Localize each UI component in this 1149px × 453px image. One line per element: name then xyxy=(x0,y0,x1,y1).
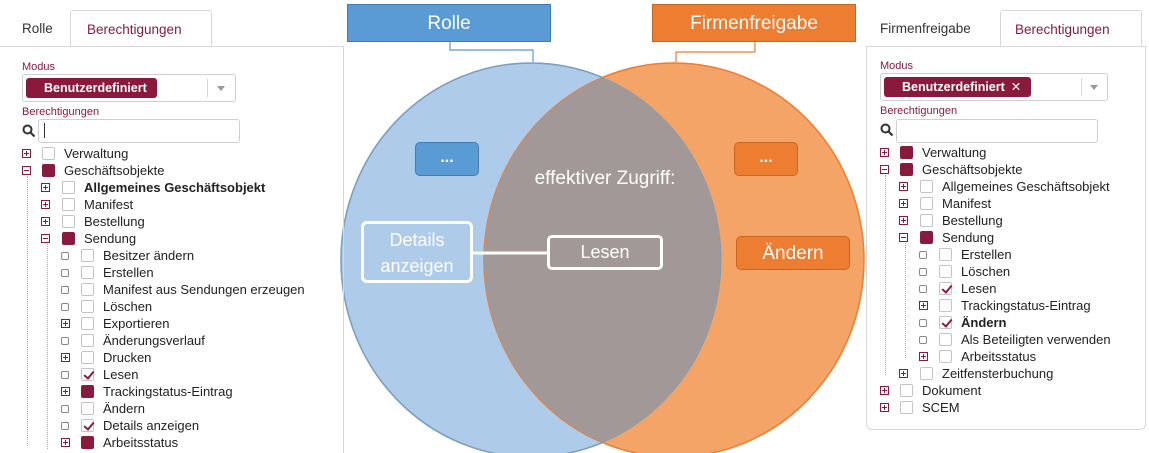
search-icon xyxy=(22,124,36,138)
permissions-search-input[interactable] xyxy=(896,119,1098,143)
tab-bar: Firmenfreigabe Berechtigungen xyxy=(866,10,1146,47)
effective-permission-box: Lesen xyxy=(547,235,663,270)
company-placeholder-box: ... xyxy=(734,142,798,176)
panel-frame xyxy=(866,46,1146,430)
chevron-down-icon[interactable] xyxy=(1090,85,1098,90)
tab-berechtigungen[interactable]: Berechtigungen xyxy=(70,10,212,46)
tab-firmenfreigabe[interactable]: Firmenfreigabe xyxy=(880,21,971,36)
role-title-box: Rolle xyxy=(347,4,551,42)
permissions-search-input[interactable] xyxy=(38,119,240,143)
effective-access-title: effektiver Zugriff: xyxy=(534,168,676,189)
tab-rolle[interactable]: Rolle xyxy=(22,21,53,36)
company-share-permissions-panel: Firmenfreigabe Berechtigungen Modus Benu… xyxy=(866,0,1149,430)
intersection-area xyxy=(484,63,721,453)
mode-select[interactable]: Benutzerdefiniert✕ xyxy=(880,73,1108,101)
role-connector xyxy=(449,42,534,62)
close-icon[interactable]: ✕ xyxy=(1010,80,1022,94)
panel-frame xyxy=(0,46,344,453)
mode-chip: Benutzerdefiniert✕ xyxy=(884,77,1032,97)
permissions-label: Berechtigungen xyxy=(22,106,100,118)
company-title-box: Firmenfreigabe xyxy=(652,4,856,42)
role-placeholder-box: ... xyxy=(415,142,479,176)
company-connector xyxy=(675,42,756,62)
mode-select[interactable]: Benutzerdefiniert xyxy=(22,74,236,102)
mode-label: Modus xyxy=(880,60,914,72)
mode-chip: Benutzerdefiniert xyxy=(26,78,157,98)
role-permissions-panel: Rolle Berechtigungen Modus Benutzerdefin… xyxy=(0,0,348,453)
role-permission-box: Details anzeigen xyxy=(361,221,473,283)
chevron-down-icon[interactable] xyxy=(217,86,225,91)
tab-bar: Rolle Berechtigungen xyxy=(0,10,344,47)
tab-berechtigungen[interactable]: Berechtigungen xyxy=(1000,10,1142,46)
search-icon xyxy=(880,123,894,137)
company-permission-box: Ändern xyxy=(736,236,850,270)
permissions-label: Berechtigungen xyxy=(880,105,958,117)
mode-label: Modus xyxy=(22,61,56,73)
